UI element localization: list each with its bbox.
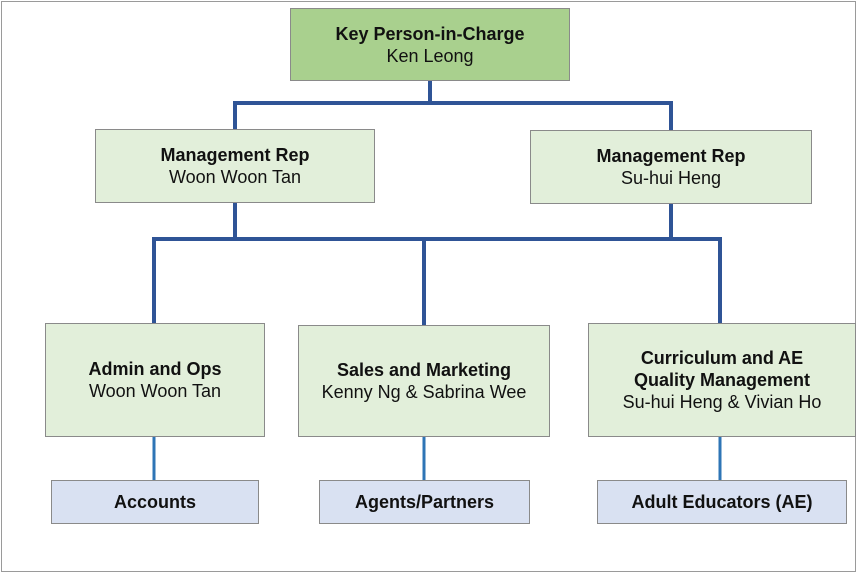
box-person: Su-hui Heng & Vivian Ho <box>622 392 822 412</box>
box-curriculum-and-ae-quality: Curriculum and AE Quality Management Su-… <box>588 323 856 437</box>
box-person: Ken Leong <box>386 45 474 66</box>
box-management-rep-left: Management Rep Woon Woon Tan <box>95 129 375 203</box>
box-admin-and-ops: Admin and Ops Woon Woon Tan <box>45 323 265 437</box>
box-person: Su-hui Heng <box>620 168 722 188</box>
box-key-person-in-charge: Key Person-in-Charge Ken Leong <box>290 8 570 81</box>
box-title: Accounts <box>113 492 196 512</box>
box-agents-partners: Agents/Partners <box>319 480 530 524</box>
box-title: Key Person-in-Charge <box>335 23 525 44</box>
box-title: Curriculum and AE Quality Management <box>633 348 811 390</box>
box-title: Agents/Partners <box>354 492 495 512</box>
box-title: Sales and Marketing <box>336 360 512 380</box>
box-management-rep-right: Management Rep Su-hui Heng <box>530 130 812 204</box>
box-sales-and-marketing: Sales and Marketing Kenny Ng & Sabrina W… <box>298 325 550 437</box>
box-title: Management Rep <box>160 145 310 165</box>
box-title: Management Rep <box>596 146 746 166</box>
box-accounts: Accounts <box>51 480 259 524</box>
box-person: Woon Woon Tan <box>88 381 222 401</box>
box-person: Kenny Ng & Sabrina Wee <box>321 382 527 402</box>
box-person: Woon Woon Tan <box>168 167 302 187</box>
box-title: Admin and Ops <box>88 359 222 379</box>
box-adult-educators: Adult Educators (AE) <box>597 480 847 524</box>
box-title: Adult Educators (AE) <box>631 492 813 512</box>
